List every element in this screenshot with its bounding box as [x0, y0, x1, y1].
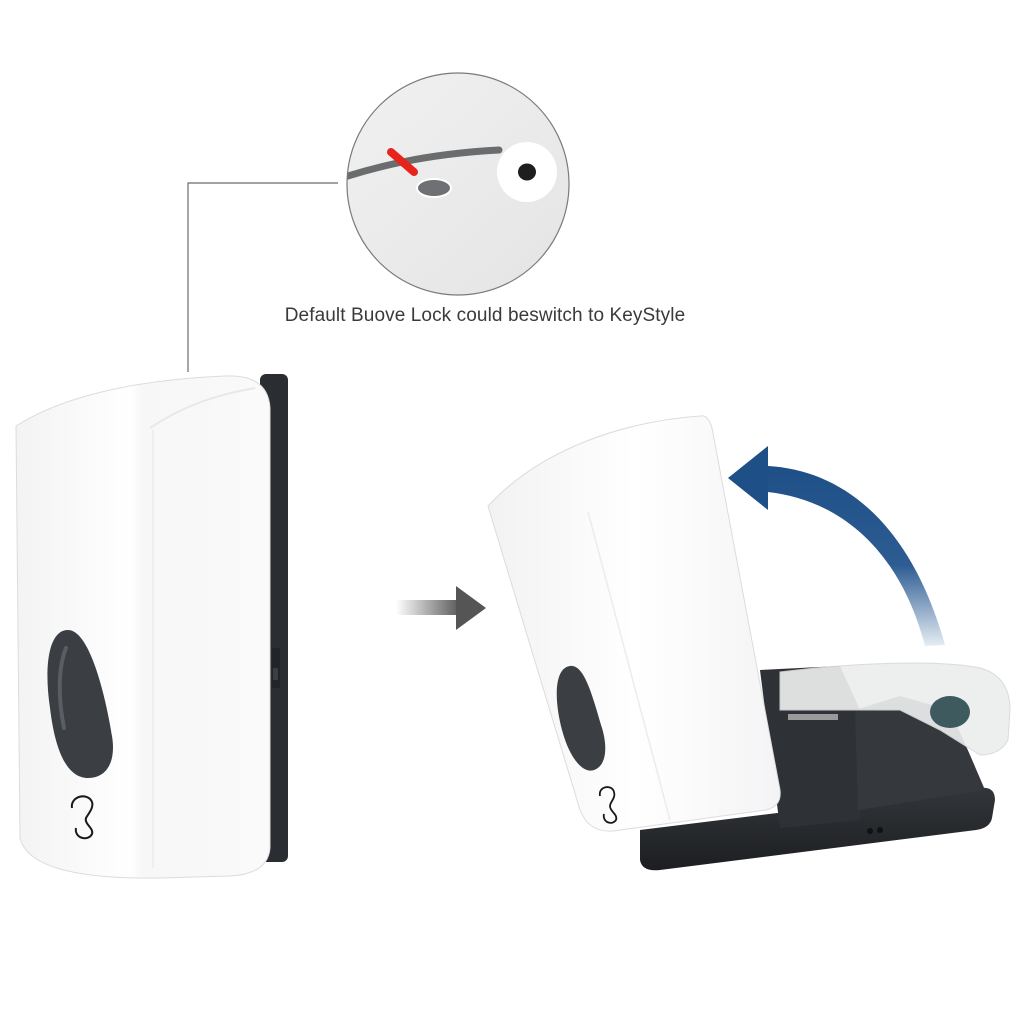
lock-detail-magnifier	[346, 72, 570, 296]
open-lid-arrow-icon	[728, 446, 945, 646]
refill-cap	[930, 696, 970, 728]
dispenser-closed	[15, 374, 288, 879]
lock-indicator-red-mark	[387, 148, 418, 176]
caption-text: Default Buove Lock could beswitch to Key…	[0, 305, 970, 327]
sensor-window	[47, 630, 114, 778]
dispenser-opened	[487, 415, 1011, 871]
hand-wave-icon	[599, 786, 618, 824]
base-tray	[640, 787, 995, 871]
transition-arrow-icon	[396, 586, 486, 630]
sensor-window	[556, 665, 606, 771]
hand-wave-icon	[70, 795, 94, 840]
caption-label: Default Buove Lock could beswitch to Key…	[284, 305, 686, 326]
